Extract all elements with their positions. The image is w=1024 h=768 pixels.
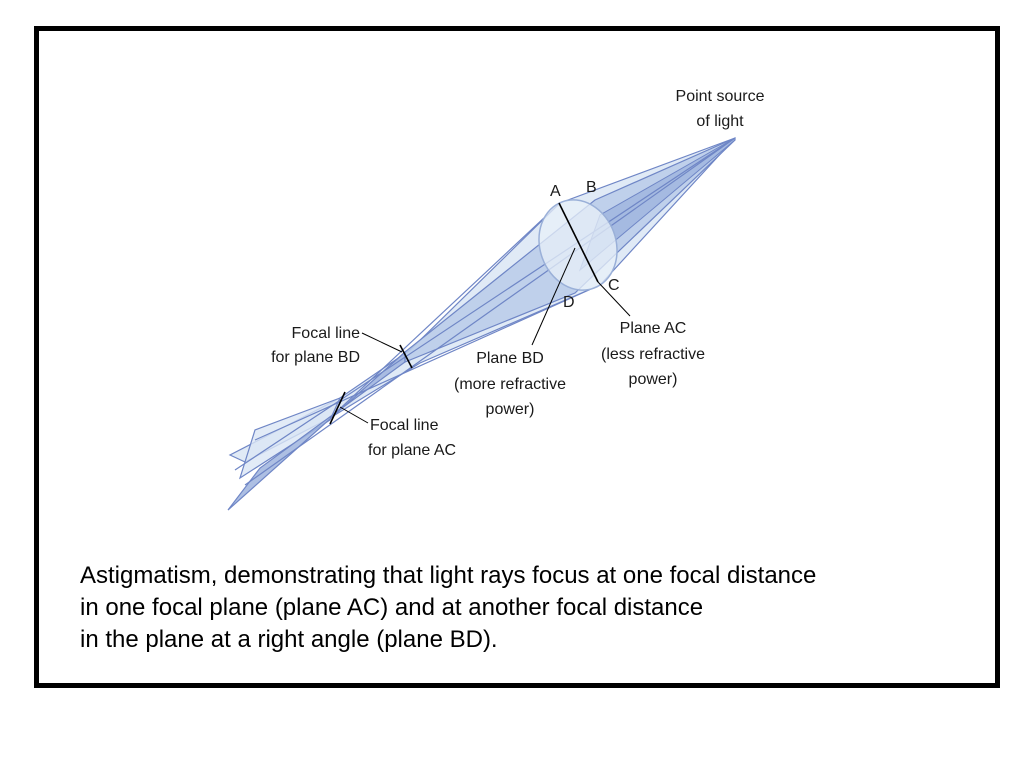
central-ray-1 [234, 137, 736, 471]
label-d: D [563, 294, 575, 311]
label-plane-ac-1: Plane AC [620, 320, 687, 337]
ray-plane-bd-tail [227, 350, 406, 511]
label-focal-bd-1: Focal line [292, 325, 361, 342]
central-ray-2 [244, 137, 736, 486]
caption-line-2: in one focal plane (plane AC) and at ano… [80, 594, 704, 621]
central-rays [234, 137, 736, 486]
plane-ac-line [558, 202, 599, 283]
label-point-source-2: of light [696, 113, 744, 130]
central-ray-4 [254, 284, 601, 441]
diagram-labels: Point source of light A B C D Focal line… [271, 88, 765, 459]
leader-lines [339, 247, 631, 424]
leader-plane-ac [597, 281, 631, 317]
label-a: A [550, 183, 561, 200]
label-point-source-1: Point source [676, 88, 765, 105]
leader-focal-ac [339, 406, 369, 424]
label-plane-ac-2: (less refractive [601, 346, 705, 363]
label-b: B [586, 179, 597, 196]
figure-caption: Astigmatism, demonstrating that light ra… [80, 560, 980, 656]
label-c: C [608, 277, 620, 294]
label-plane-bd-2: (more refractive [454, 376, 566, 393]
label-focal-ac-2: for plane AC [368, 442, 456, 459]
central-ray-3 [329, 202, 561, 419]
label-plane-ac-3: power) [629, 371, 678, 388]
leader-plane-bd [531, 247, 576, 346]
leader-focal-bd [361, 332, 403, 353]
caption-line-3: in the plane at a right angle (plane BD)… [80, 626, 498, 653]
label-focal-bd-2: for plane BD [271, 349, 360, 366]
ray-plane-ac-tail [238, 396, 342, 480]
label-plane-bd-3: power) [486, 401, 535, 418]
label-plane-bd-1: Plane BD [476, 350, 544, 367]
focal-line-ac-marker [329, 391, 346, 425]
label-focal-ac-1: Focal line [370, 417, 439, 434]
lens [538, 199, 618, 291]
caption-line-1: Astigmatism, demonstrating that light ra… [80, 562, 817, 589]
slide-frame [34, 26, 1000, 688]
focal-line-bd-marker [399, 344, 413, 369]
